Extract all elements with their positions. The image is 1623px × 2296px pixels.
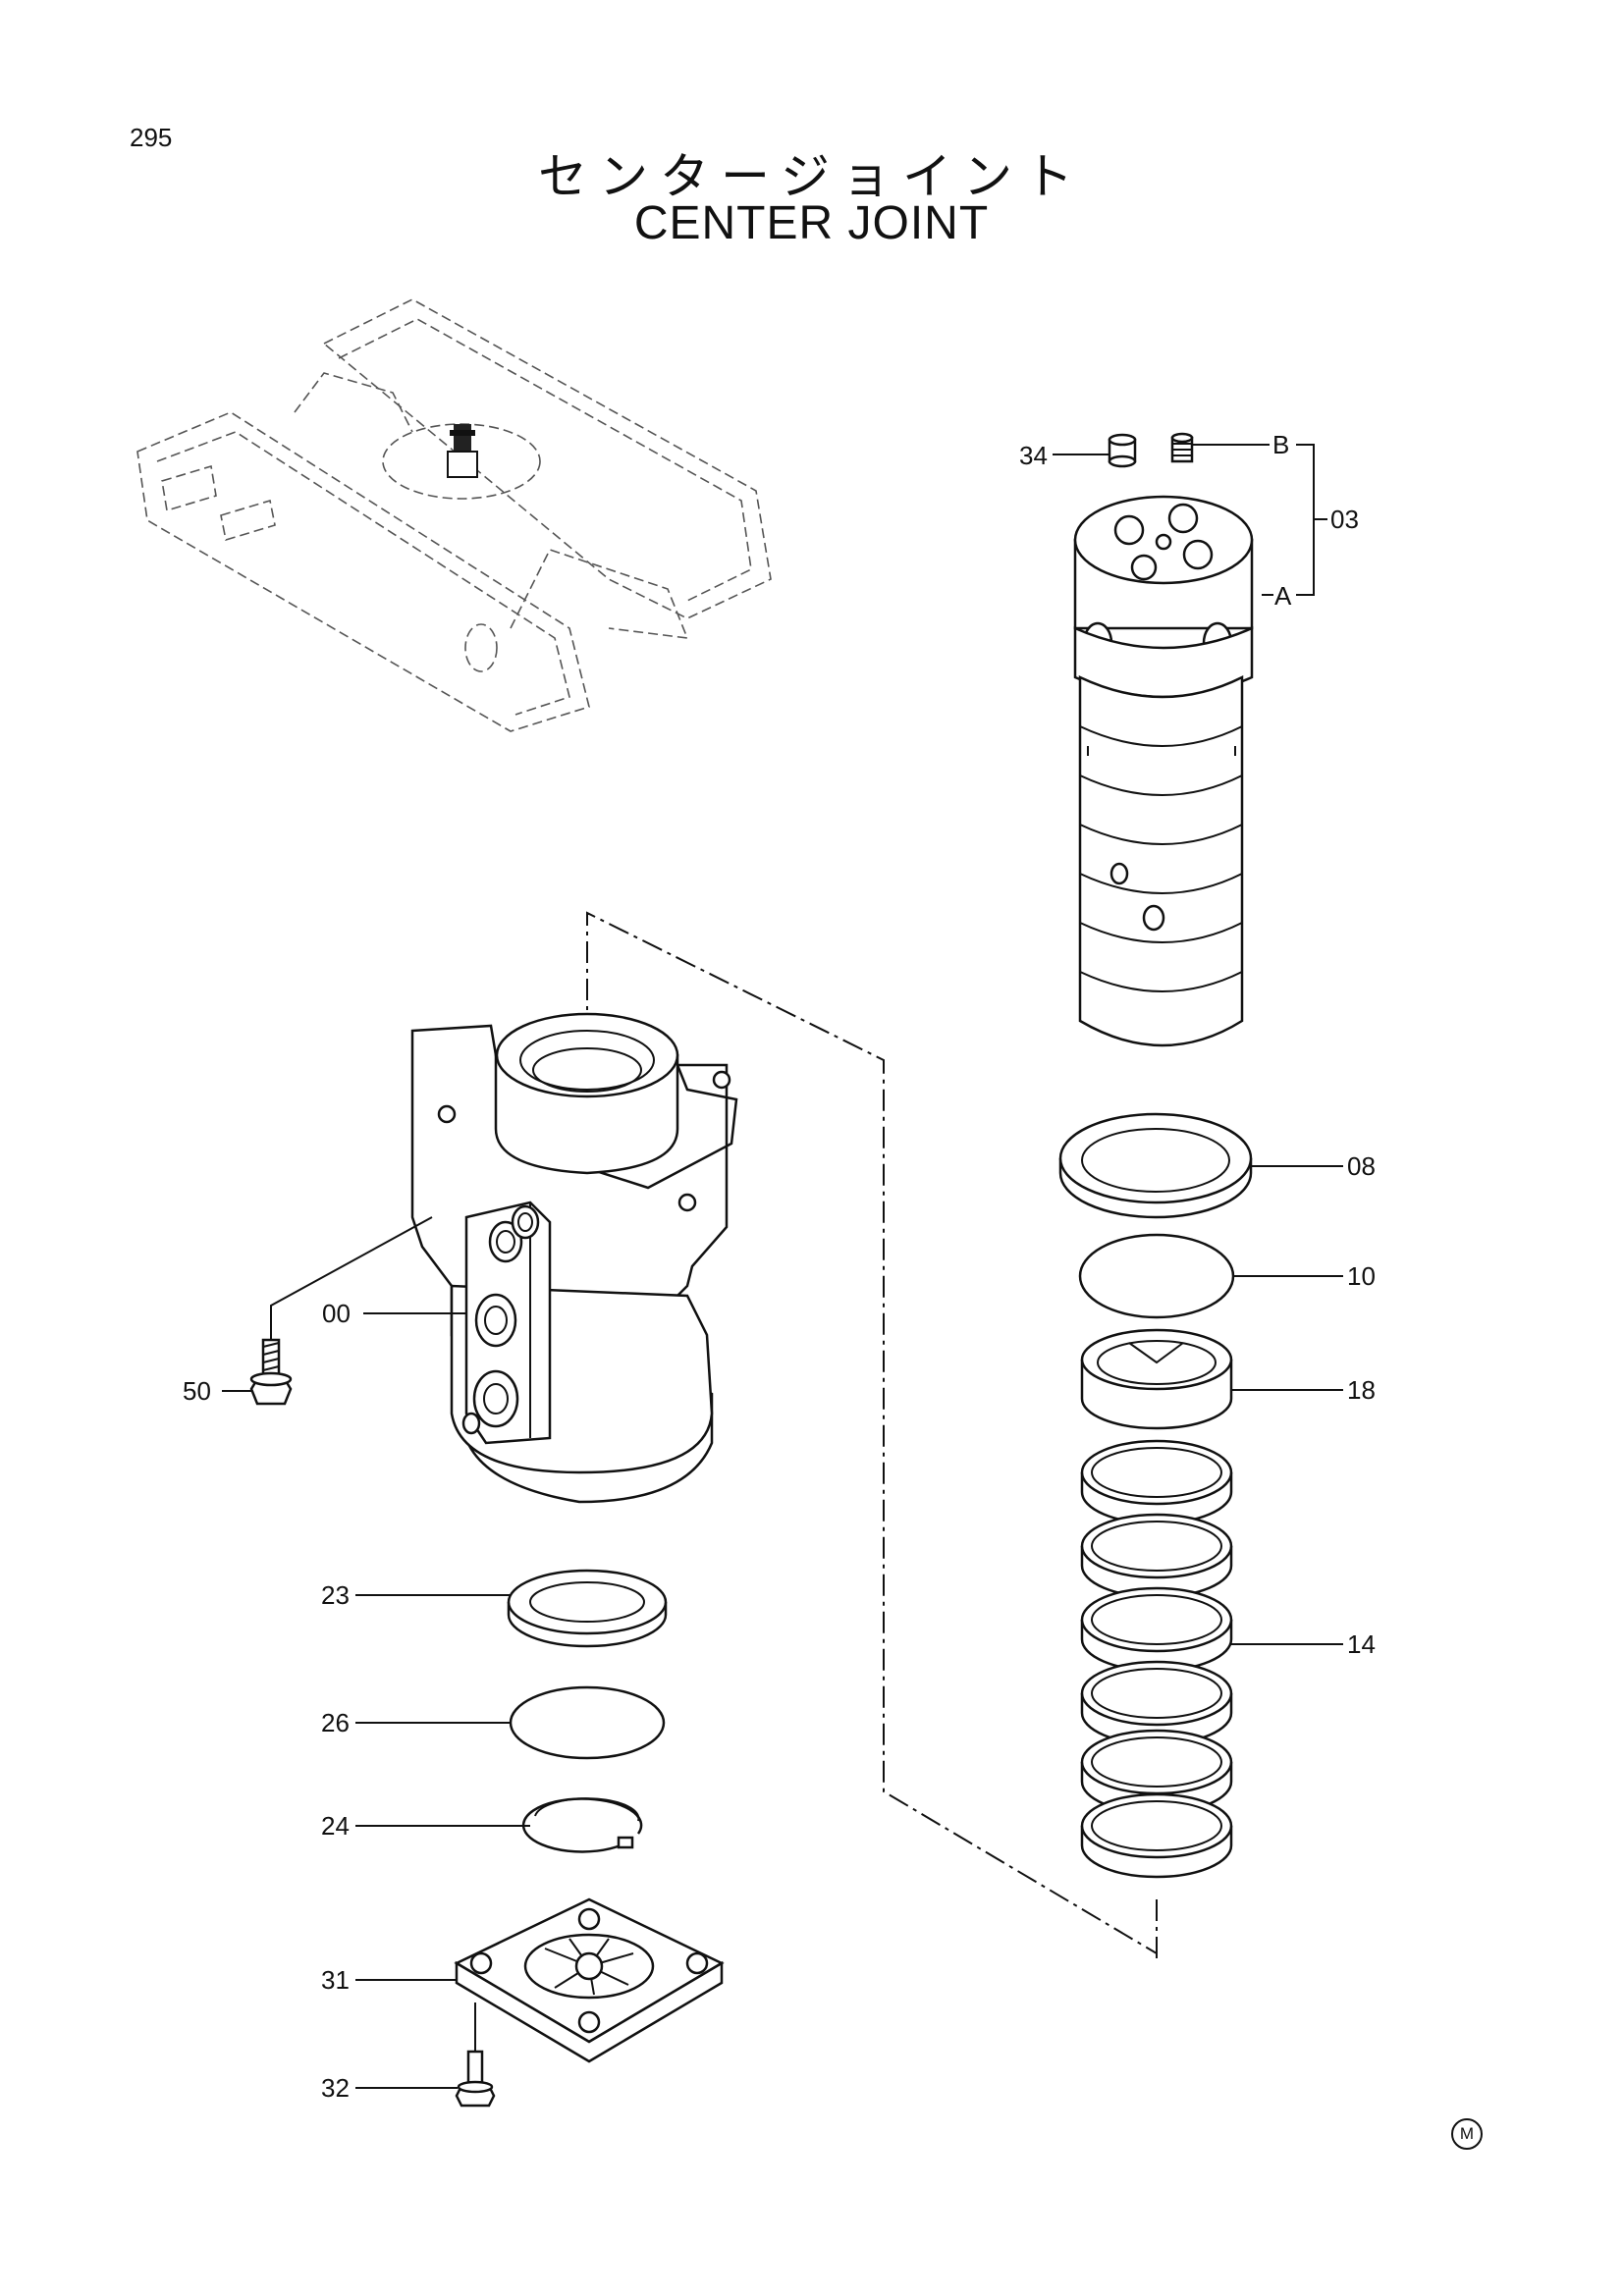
callout-34: 34: [1019, 441, 1048, 470]
snap-ring-24: [521, 1797, 643, 1853]
callout-a: A: [1274, 581, 1292, 611]
center-joint-body: [410, 1012, 738, 1504]
callout-31: 31: [321, 1965, 350, 1995]
plug-b: [1170, 432, 1194, 463]
plug-34: [1108, 433, 1137, 468]
seal-ring-08: [1058, 1112, 1253, 1219]
assembly-center-line: [586, 911, 1158, 1954]
bolt-32: [455, 2050, 496, 2108]
callout-14: 14: [1347, 1629, 1376, 1659]
callout-26: 26: [321, 1708, 350, 1737]
callout-10: 10: [1347, 1261, 1376, 1291]
callout-50: 50: [183, 1376, 211, 1406]
manufacturer-mark: M: [1451, 2118, 1483, 2150]
callout-03: 03: [1330, 505, 1359, 534]
center-joint-location-icon: [447, 424, 478, 478]
callout-b: B: [1272, 430, 1289, 459]
page-number: 295: [130, 123, 173, 152]
callout-32: 32: [321, 2073, 350, 2103]
callout-23: 23: [321, 1580, 350, 1610]
cover-31: [454, 1897, 725, 2063]
ring-23: [507, 1569, 668, 1648]
leader-lines: [222, 444, 1343, 2089]
retainer-18: [1080, 1328, 1233, 1430]
undercarriage-location-sketch: [136, 298, 772, 732]
callout-00: 00: [322, 1299, 351, 1328]
bolt-50: [249, 1338, 293, 1406]
callout-24: 24: [321, 1811, 350, 1841]
spindle-03: [1073, 495, 1254, 1047]
o-ring-10: [1078, 1233, 1235, 1319]
title-japanese: センタージョイント: [538, 148, 1085, 205]
callout-08: 08: [1347, 1151, 1376, 1181]
o-ring-26: [509, 1685, 666, 1760]
title-english: CENTER JOINT: [633, 197, 990, 249]
callout-18: 18: [1347, 1375, 1376, 1405]
seal-stack-14: [1080, 1439, 1233, 1879]
